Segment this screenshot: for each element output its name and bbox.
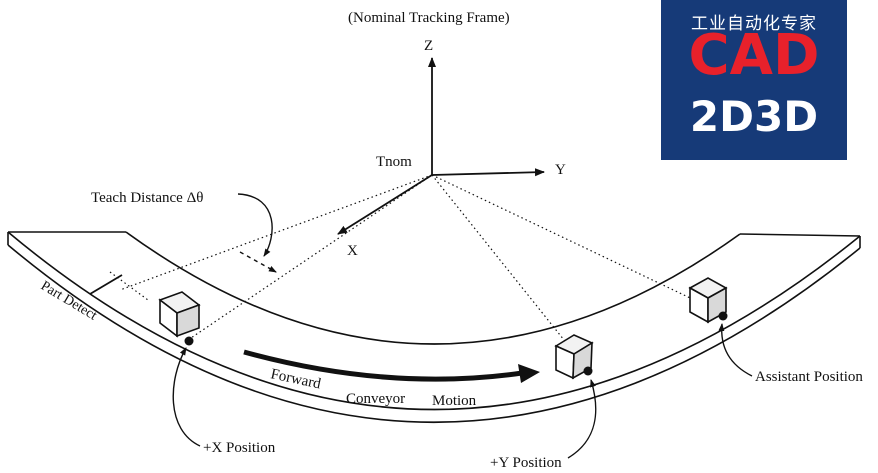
- dotted-sight-lines: [109, 174, 729, 371]
- origin-label: Tnom: [376, 154, 412, 170]
- teach-distance-dash: [239, 251, 277, 273]
- assistant-position-dot: [718, 311, 728, 321]
- part-detect-marker: [89, 274, 123, 295]
- sight-line-y-position: [431, 174, 589, 371]
- z-axis-label: Z: [424, 38, 433, 54]
- leader-lines: [172, 323, 753, 459]
- x-position-label: +X Position: [203, 440, 276, 456]
- sight-line-part-detect: [119, 174, 433, 291]
- part-box-x: [158, 291, 201, 338]
- belt-right-end: [739, 233, 861, 237]
- conveyor-belt: [7, 231, 861, 424]
- x-axis: [337, 174, 433, 235]
- belt-outer-edge: [7, 231, 861, 411]
- logo-2d3d-text: 2D3D: [689, 92, 819, 141]
- sight-line-assistant: [431, 174, 729, 317]
- teach-distance-label: Teach Distance Δθ: [91, 190, 203, 206]
- teach-distance-annotation: [237, 193, 277, 273]
- y-position-leader: [567, 379, 597, 459]
- motion-label: Motion: [432, 393, 477, 409]
- logo-cad-text: CAD: [688, 23, 820, 88]
- belt-rim-edge: [7, 244, 861, 424]
- y-position-dot: [583, 366, 593, 376]
- x-axis-label: X: [347, 243, 358, 259]
- caption: (Nominal Tracking Frame): [348, 10, 510, 26]
- assistant-position-label: Assistant Position: [755, 369, 863, 385]
- y-position-label: +Y Position: [490, 455, 562, 471]
- y-axis: [431, 168, 545, 177]
- x-position-dot: [184, 336, 194, 346]
- coordinate-axes: [337, 57, 545, 235]
- assistant-leader: [718, 323, 753, 377]
- y-axis-label: Y: [555, 162, 566, 178]
- logo-top-text: 工业自动化专家: [691, 14, 817, 34]
- sight-line-x-position: [187, 174, 433, 341]
- teach-distance-curve: [237, 193, 273, 257]
- forward-motion-arrow: [243, 349, 540, 383]
- conveyor-label: Conveyor: [346, 391, 405, 407]
- x-position-leader: [172, 347, 201, 447]
- belt-inner-edge: [125, 231, 741, 345]
- part-detect-tick: [109, 271, 149, 301]
- cad-2d3d-logo: 工业自动化专家 CAD 2D3D: [661, 0, 847, 160]
- part-detect-label: Part Detect: [38, 279, 99, 324]
